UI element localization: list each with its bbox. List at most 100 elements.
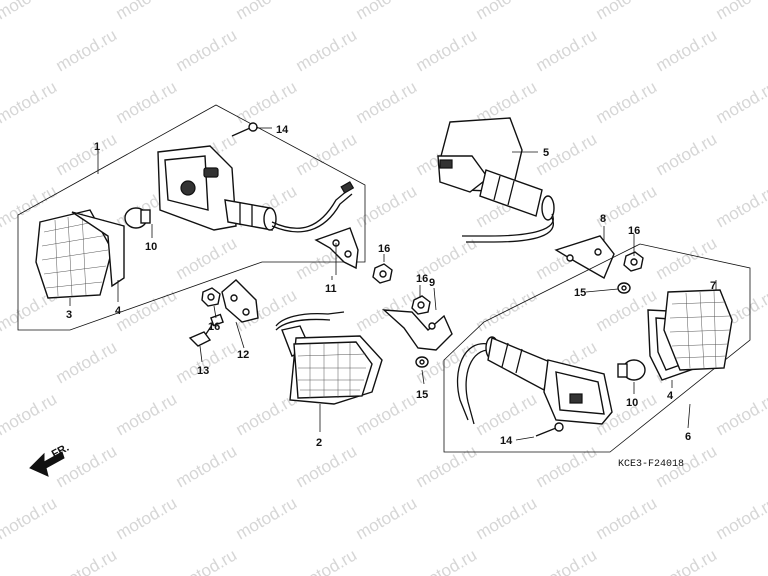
watermark-text: motod.ru — [293, 545, 361, 576]
group-outline-1 — [17, 104, 366, 331]
bulb-10-right — [617, 359, 646, 381]
watermark-text: motod.ru — [533, 25, 601, 75]
watermark-text: motod.ru — [593, 0, 661, 23]
watermark-text: motod.ru — [353, 0, 421, 23]
watermark-text: motod.ru — [413, 441, 481, 491]
callout-13: 13 — [197, 365, 209, 377]
watermark-text: motod.ru — [233, 77, 301, 127]
watermark-text: motod.ru — [53, 25, 121, 75]
watermark-text: motod.ru — [113, 0, 181, 23]
watermark-text: motod.ru — [0, 0, 60, 23]
watermark-text: motod.ru — [713, 181, 768, 231]
assembly-rear-right — [443, 243, 751, 453]
callout-10-right: 10 — [626, 397, 638, 409]
bracket-12 — [221, 279, 259, 323]
turn-signal-5 — [437, 117, 555, 243]
watermark-text: motod.ru — [413, 25, 481, 75]
watermark-text: motod.ru — [173, 25, 241, 75]
wire-2 — [275, 311, 345, 327]
watermark-text: motod.ru — [653, 233, 721, 283]
nut-16-d — [411, 295, 431, 315]
callout-1: 1 — [94, 141, 100, 153]
watermark-text: motod.ru — [173, 233, 241, 283]
turn-signal-2 — [275, 311, 383, 405]
bracket-9 — [382, 309, 453, 351]
bulb-10-left — [124, 207, 151, 229]
watermark-text: motod.ru — [473, 493, 541, 543]
watermark-text: motod.ru — [413, 545, 481, 576]
watermark-text: motod.ru — [173, 337, 241, 387]
watermark-text: motod.ru — [0, 77, 60, 127]
callout-3: 3 — [66, 309, 72, 321]
wire-1 — [271, 189, 349, 229]
watermark-text: motod.ru — [53, 545, 121, 576]
watermark-text: motod.ru — [293, 25, 361, 75]
bolt-13 — [188, 313, 224, 347]
diagram-code: KCE3-F24018 — [618, 459, 684, 470]
watermark-text: motod.ru — [0, 493, 60, 543]
watermark-text: motod.ru — [233, 0, 301, 23]
callout-14-top: 14 — [276, 124, 289, 136]
watermark-text: motod.ru — [653, 129, 721, 179]
watermark-text: motod.ru — [533, 545, 601, 576]
callout-15-middle: 15 — [416, 389, 428, 401]
nut-16-a — [372, 263, 393, 284]
watermark-text: motod.ru — [593, 77, 661, 127]
watermark-text: motod.ru — [353, 389, 421, 439]
watermark-text: motod.ru — [653, 25, 721, 75]
wire-6 — [456, 343, 489, 421]
watermark-text: motod.ru — [353, 493, 421, 543]
watermark-text: motod.ru — [713, 389, 768, 439]
watermark-text: motod.ru — [713, 493, 768, 543]
washer-15-a — [617, 282, 631, 294]
callout-8: 8 — [600, 213, 606, 225]
washer-15-b — [415, 356, 429, 368]
watermark-text: motod.ru — [713, 77, 768, 127]
callout-9: 9 — [429, 277, 435, 289]
callout-4-left: 4 — [115, 305, 122, 317]
screw-14-top — [231, 122, 258, 137]
leader-lines — [69, 127, 717, 441]
watermark-text: motod.ru — [0, 389, 60, 439]
assembly-front-left — [17, 104, 366, 331]
nut-16-c — [623, 251, 644, 272]
watermark-text: motod.ru — [113, 285, 181, 335]
watermark-text: motod.ru — [233, 493, 301, 543]
callout-numbers: 1 2 3 4 4 5 6 7 8 9 10 10 11 12 13 14 14… — [66, 124, 716, 449]
watermark-text: motod.ru — [53, 129, 121, 179]
watermark-text: motod.ru — [173, 441, 241, 491]
bracket-8 — [554, 235, 615, 280]
watermark-text: motod.ru — [353, 77, 421, 127]
watermark-text: motod.ru — [293, 129, 361, 179]
lens-7 — [663, 289, 733, 371]
callout-16-b: 16 — [208, 321, 220, 333]
watermark-text: motod.ru — [353, 181, 421, 231]
callout-16-d: 16 — [416, 273, 428, 285]
callout-10-left: 10 — [145, 241, 157, 253]
watermark-text: motod.ru — [53, 337, 121, 387]
callout-6: 6 — [685, 431, 691, 443]
group-outline-6 — [443, 243, 751, 453]
watermark-text: motod.ru — [173, 545, 241, 576]
callout-11: 11 — [325, 283, 337, 295]
watermark-text: motod.ru — [113, 493, 181, 543]
watermark-text: motod.ru — [593, 493, 661, 543]
callout-16-c: 16 — [628, 225, 640, 237]
callout-14-bottom: 14 — [500, 435, 513, 447]
callout-7: 7 — [710, 280, 716, 292]
callout-2: 2 — [316, 437, 322, 449]
housing-1 — [157, 145, 277, 231]
nut-16-b — [201, 287, 221, 307]
lens-3 — [35, 209, 113, 299]
callout-12: 12 — [237, 349, 249, 361]
watermark-text: motod.ru — [473, 0, 541, 23]
watermark-text: motod.ru — [533, 441, 601, 491]
watermark-text: motod.ru — [473, 389, 541, 439]
callout-5: 5 — [543, 147, 549, 159]
bracket-11 — [314, 227, 359, 275]
watermark-text: motod.ru — [113, 389, 181, 439]
front-label: FR. — [50, 442, 71, 461]
